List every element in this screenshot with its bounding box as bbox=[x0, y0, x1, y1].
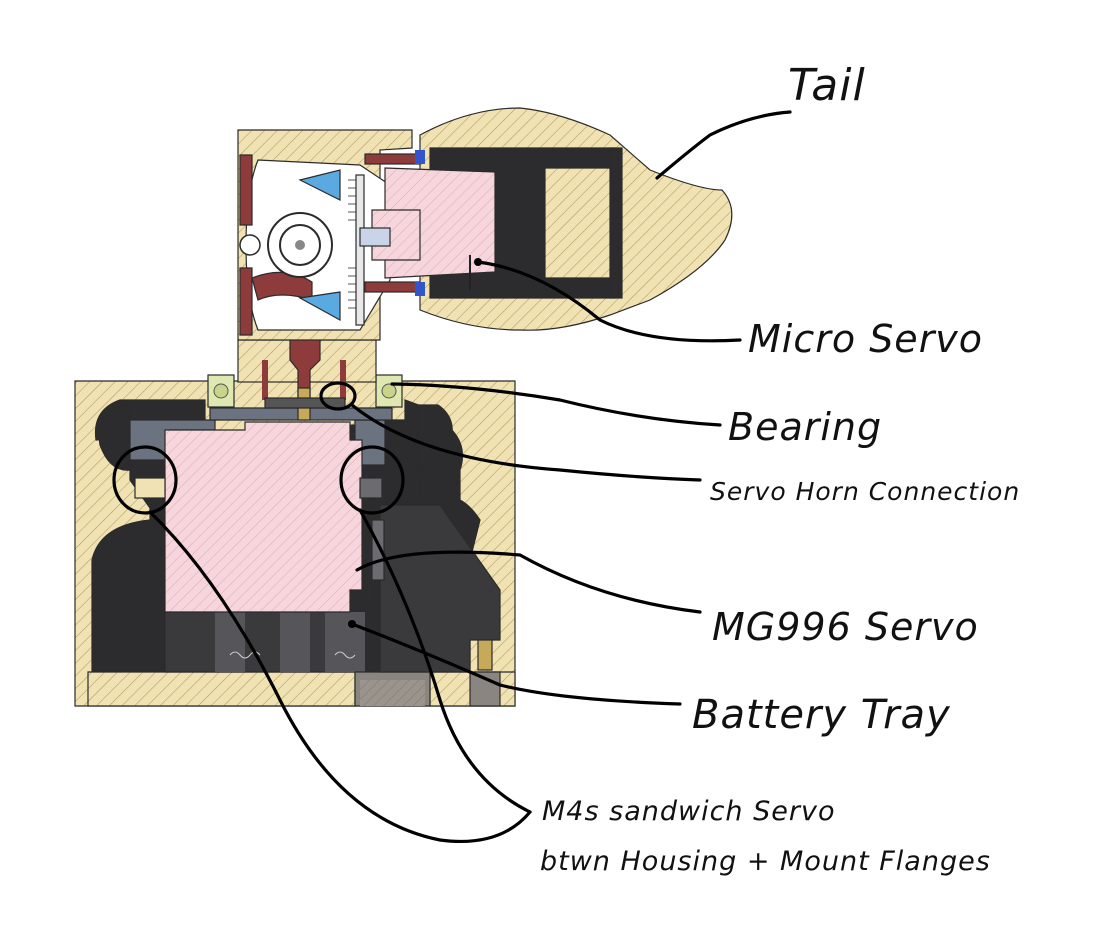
tail-section bbox=[359, 107, 733, 331]
label-bearing: Bearing bbox=[728, 405, 882, 449]
label-m4s-sandwich-line2: btwn Housing + Mount Flanges bbox=[540, 846, 991, 877]
label-battery-tray: Battery Tray bbox=[692, 692, 951, 738]
leader-lines bbox=[112, 110, 792, 844]
label-m4s-sandwich-line1: M4s sandwich Servo bbox=[542, 796, 835, 827]
battery-tray-area bbox=[164, 611, 431, 707]
servo-side-bracket bbox=[371, 504, 501, 707]
labels: Tail Micro Servo Bearing Servo Horn Conn… bbox=[540, 60, 1020, 877]
label-micro-servo: Micro Servo bbox=[748, 317, 983, 361]
label-servo-horn-connection: Servo Horn Connection bbox=[710, 477, 1020, 506]
label-mg996-servo: MG996 Servo bbox=[712, 605, 979, 649]
bearings bbox=[207, 374, 403, 408]
label-tail: Tail bbox=[788, 60, 866, 111]
mg996-servo-body bbox=[134, 421, 383, 613]
servo-horn-coupler bbox=[237, 334, 377, 421]
